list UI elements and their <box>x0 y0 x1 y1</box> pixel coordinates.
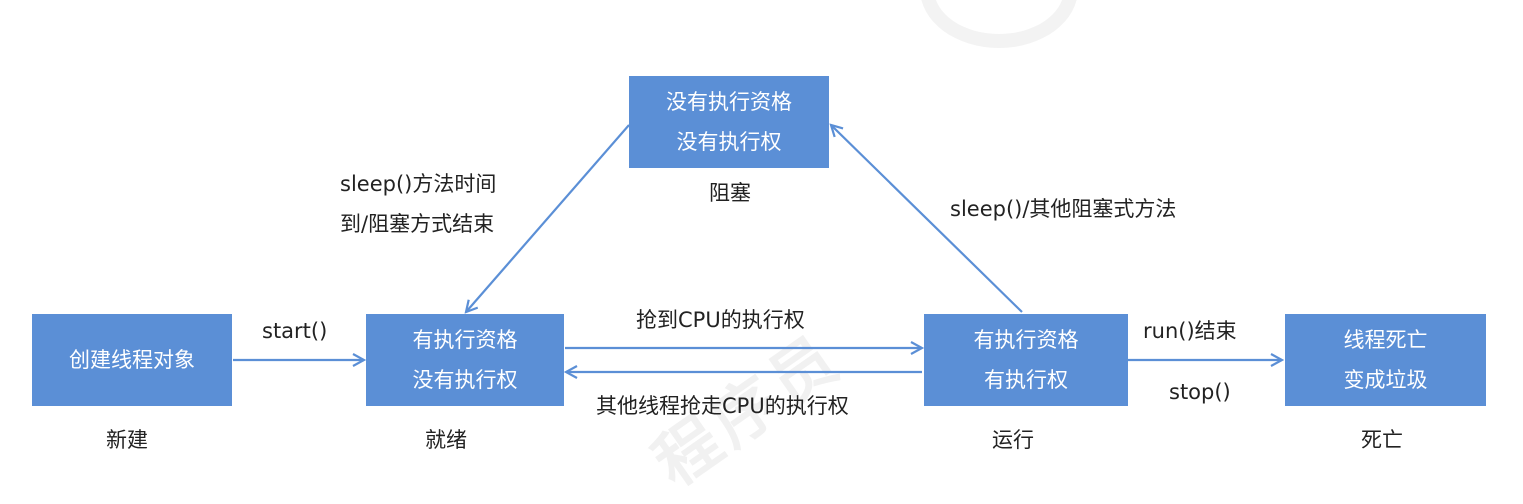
node-running-line-2: 有执行权 <box>984 368 1068 392</box>
node-blocked-line-2: 没有执行权 <box>676 130 782 154</box>
node-dead: 线程死亡 变成垃圾 <box>1285 314 1486 406</box>
state-blocked: 阻塞 <box>709 181 751 205</box>
edge-label-sleep-end-2: 到/阻塞方式结束 <box>340 212 495 236</box>
state-running: 运行 <box>992 428 1034 452</box>
node-new: 创建线程对象 <box>32 314 232 406</box>
node-new-line-1: 创建线程对象 <box>69 348 195 372</box>
node-blocked: 没有执行资格 没有执行权 <box>629 76 829 168</box>
edge-label-cpu-taken: 其他线程抢走CPU的执行权 <box>596 394 849 418</box>
node-ready: 有执行资格 没有执行权 <box>366 314 564 406</box>
edges-layer <box>233 0 1523 479</box>
node-running: 有执行资格 有执行权 <box>924 314 1128 406</box>
state-ready: 就绪 <box>425 428 467 452</box>
edge-label-stop: stop() <box>1169 380 1231 404</box>
node-dead-line-2: 变成垃圾 <box>1343 368 1428 392</box>
node-dead-line-1: 线程死亡 <box>1343 328 1428 352</box>
node-running-line-1: 有执行资格 <box>973 328 1079 352</box>
node-ready-line-1: 有执行资格 <box>412 328 518 352</box>
arrow-running-to-blocked <box>831 125 1023 313</box>
edge-label-sleep-end-1: sleep()方法时间 <box>340 172 497 196</box>
edge-label-grab-cpu: 抢到CPU的执行权 <box>636 308 805 332</box>
state-dead: 死亡 <box>1361 428 1403 452</box>
node-blocked-line-1: 没有执行资格 <box>666 90 792 114</box>
node-ready-line-2: 没有执行权 <box>412 368 518 392</box>
edge-label-start: start() <box>262 319 328 343</box>
edge-label-sleep-block: sleep()/其他阻塞式方法 <box>950 197 1177 221</box>
edge-label-run-end: run()结束 <box>1143 319 1237 343</box>
arrow-blocked-to-ready <box>466 124 630 312</box>
state-new: 新建 <box>106 428 148 452</box>
